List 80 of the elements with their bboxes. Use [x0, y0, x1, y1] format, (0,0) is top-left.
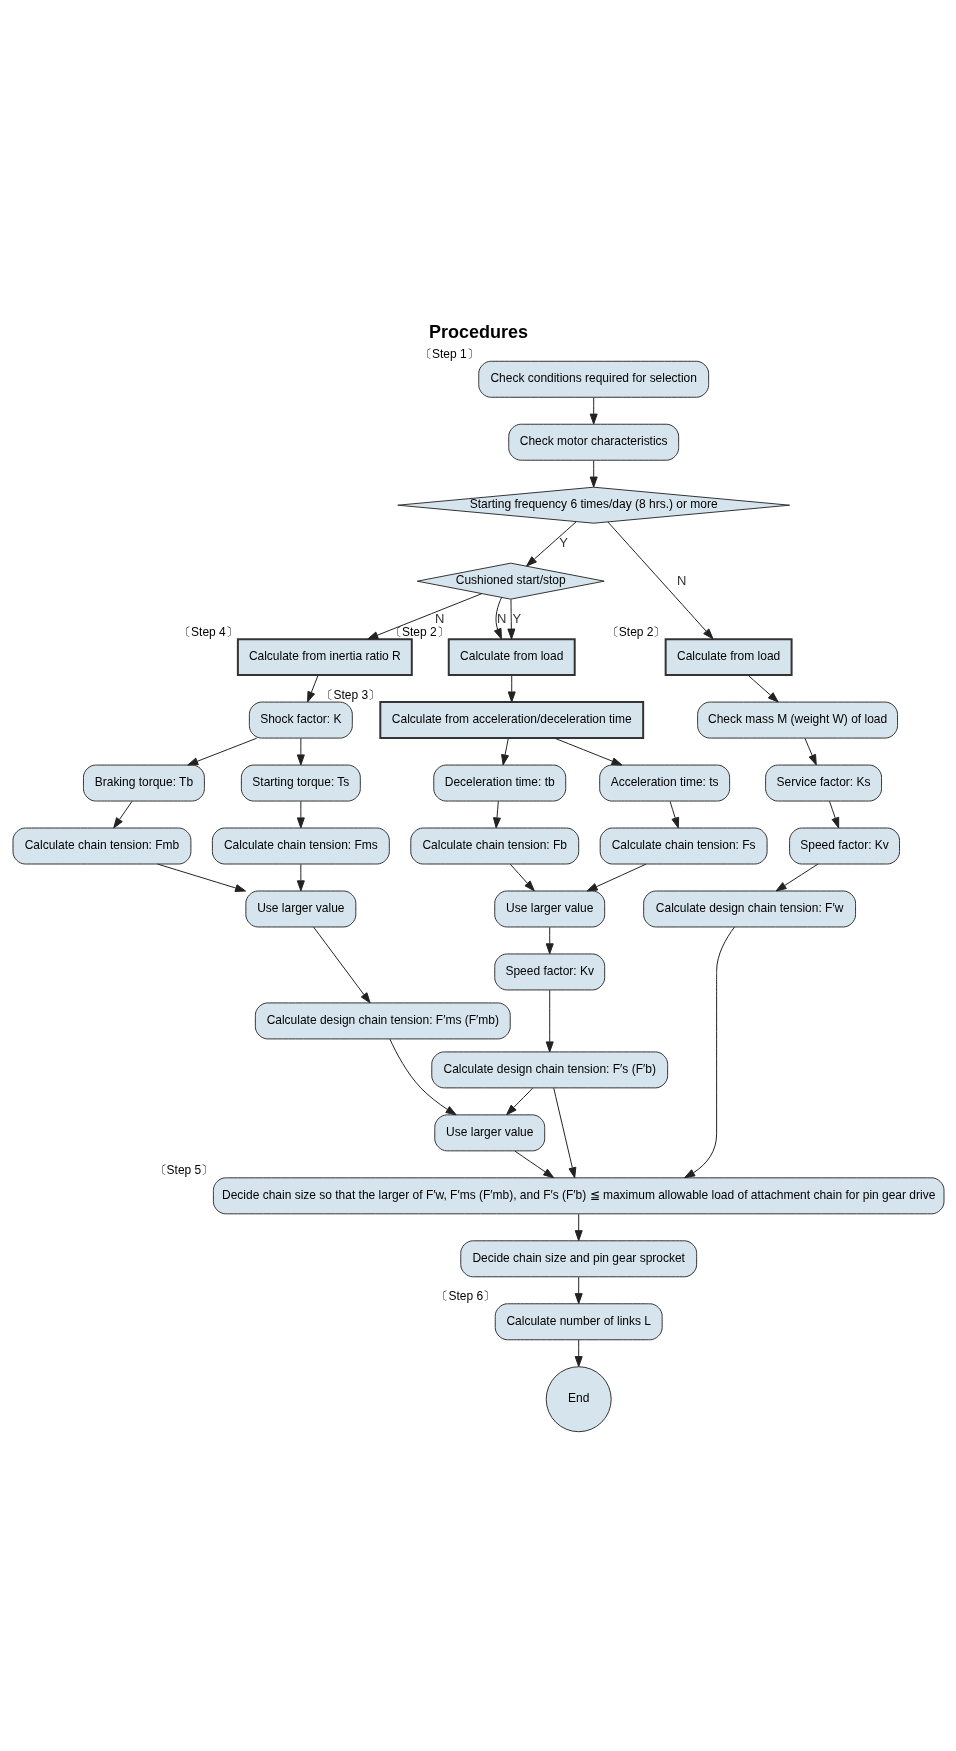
arrow [589, 396, 598, 425]
edge-label: N [496, 610, 506, 626]
edge-label: Y [558, 534, 568, 550]
node-box: Check conditions required for selection [477, 360, 709, 398]
arrow [552, 1087, 576, 1178]
node-box: Calculate design chain tension: F′s (F′b) [430, 1050, 668, 1088]
node-box: Calculate chain tension: Fms [211, 827, 390, 864]
arrow [366, 592, 482, 639]
arrow [683, 926, 735, 1178]
node-label: 〔Step 3〕 [320, 687, 380, 702]
node-box: Shock factor: K [248, 701, 353, 739]
diagram-title: Procedures [428, 321, 528, 342]
arrow [669, 800, 679, 828]
arrow [186, 737, 257, 766]
arrow [574, 1276, 583, 1304]
arrow [514, 1150, 554, 1178]
node-box: Check mass M (weight W) of load [696, 701, 898, 739]
edge-label: Y [511, 610, 521, 626]
node-box: Service factor: Ks [764, 764, 882, 802]
arrow [545, 989, 554, 1052]
node-box: Calculate from load [664, 637, 793, 676]
arrow [545, 926, 554, 954]
node-box: Calculate design chain tension: F′ms (F′mb) [254, 1001, 511, 1039]
node-box: Speed factor: Kv [788, 827, 900, 864]
arrow [606, 520, 713, 639]
node-box: Acceleration time: ts [598, 764, 730, 802]
arrow [775, 863, 818, 891]
node-box: Check motor characteristics [507, 423, 679, 461]
arrow [747, 674, 779, 702]
arrow [156, 863, 246, 892]
arrow [507, 674, 516, 702]
node-box: Decide chain size so that the larger of F′w, F′ms (F′mb), and F′s (F′b) ≦ maximum allowable load of attachment chain for pin gear drive [212, 1176, 944, 1214]
node-box: Deceleration time: tb [432, 764, 566, 802]
arrow [574, 1338, 583, 1367]
arrow [506, 598, 515, 640]
node-box: Calculate from inertia ratio R [236, 637, 413, 676]
arrow [500, 737, 509, 765]
edge-label: N [676, 572, 686, 588]
node-box: Braking torque: Tb [82, 764, 205, 802]
node-box: Calculate chain tension: Fmb [12, 827, 191, 864]
node-box: Use larger value [244, 890, 356, 927]
arrow [828, 800, 839, 828]
node-circle: End [545, 1365, 612, 1432]
arrow [388, 1038, 457, 1115]
arrow [803, 737, 817, 765]
node-box: Use larger value [493, 890, 605, 927]
node-label: 〔Step 2〕 [389, 624, 449, 639]
arrow [505, 1087, 533, 1115]
node-box: Calculate chain tension: Fs [599, 827, 768, 864]
arrow [493, 596, 502, 639]
arrow [589, 459, 598, 488]
edge-label: N [434, 610, 444, 626]
node-box: Use larger value [433, 1113, 545, 1151]
node-box: Speed factor: Kv [493, 952, 605, 990]
arrow [312, 926, 371, 1003]
node-box: Calculate number of links L [494, 1302, 663, 1340]
arrow [553, 737, 622, 766]
arrow [574, 1213, 583, 1241]
node-diamond: Starting frequency 6 times/day (8 hrs.) or more [396, 486, 790, 524]
node-label: 〔Step 6〕 [435, 1288, 495, 1303]
arrow [525, 520, 577, 566]
node-box: Calculate chain tension: Fb [409, 827, 579, 864]
arrow [296, 737, 305, 765]
node-diamond: Cushioned start/stop [416, 562, 605, 600]
arrow [296, 863, 305, 891]
node-box: Calculate design chain tension: F′w [642, 890, 856, 927]
node-label: 〔Step 2〕 [606, 624, 665, 639]
node-box: Decide chain size and pin gear sprocket [459, 1239, 697, 1277]
arrow [112, 800, 132, 828]
node-label: 〔Step 4〕 [178, 624, 238, 639]
arrow [296, 800, 305, 828]
node-box: Calculate from acceleration/deceleration time [378, 700, 644, 739]
arrow [492, 800, 501, 828]
arrow [306, 674, 319, 702]
node-label: 〔Step 1〕 [419, 346, 479, 361]
node-label: 〔Step 5〕 [154, 1162, 213, 1177]
arrow [509, 863, 535, 891]
node-box: Calculate from load [447, 637, 576, 676]
arrow [586, 863, 646, 891]
node-box: Starting torque: Ts [240, 764, 361, 802]
